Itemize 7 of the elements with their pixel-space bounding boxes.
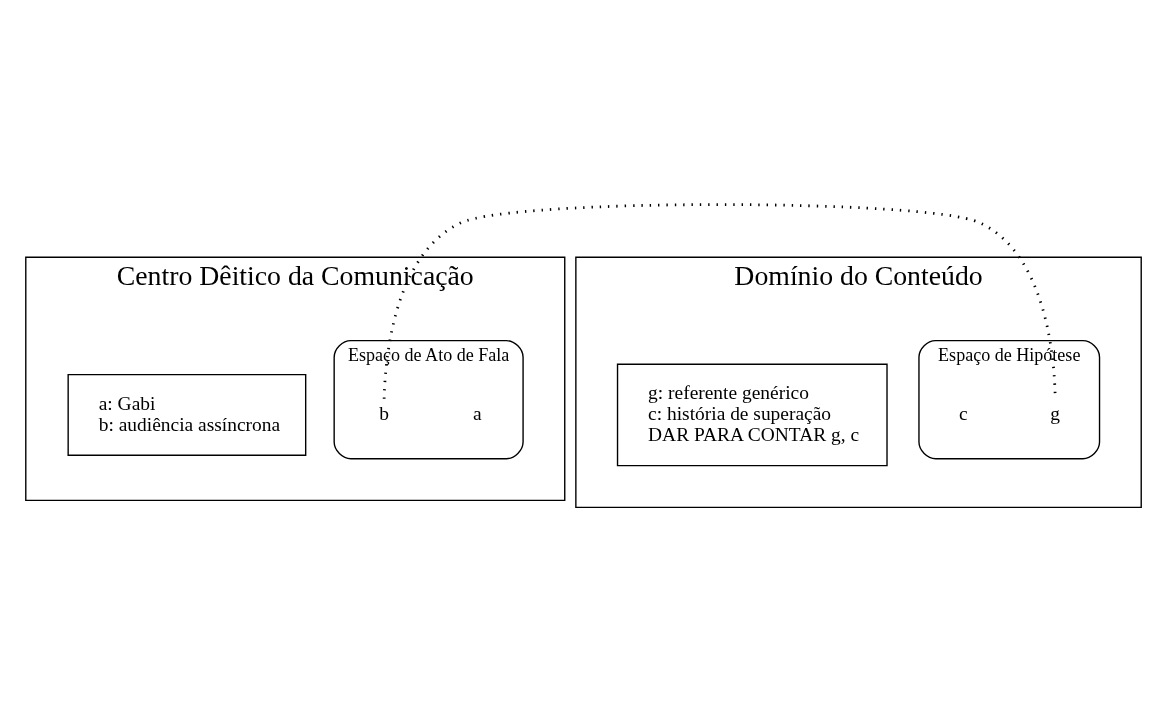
node-text: b: [379, 402, 390, 424]
node-text: g: [1050, 402, 1060, 424]
node-box: a: Gabi b: audiência assíncrona: [67, 373, 307, 456]
node-text: a: [472, 402, 482, 424]
node-text: c: [959, 402, 968, 424]
node-box: g: referente genérico c: história de superação DAR PARA CONTAR g, c: [616, 363, 888, 466]
connector: [382, 202, 1057, 399]
